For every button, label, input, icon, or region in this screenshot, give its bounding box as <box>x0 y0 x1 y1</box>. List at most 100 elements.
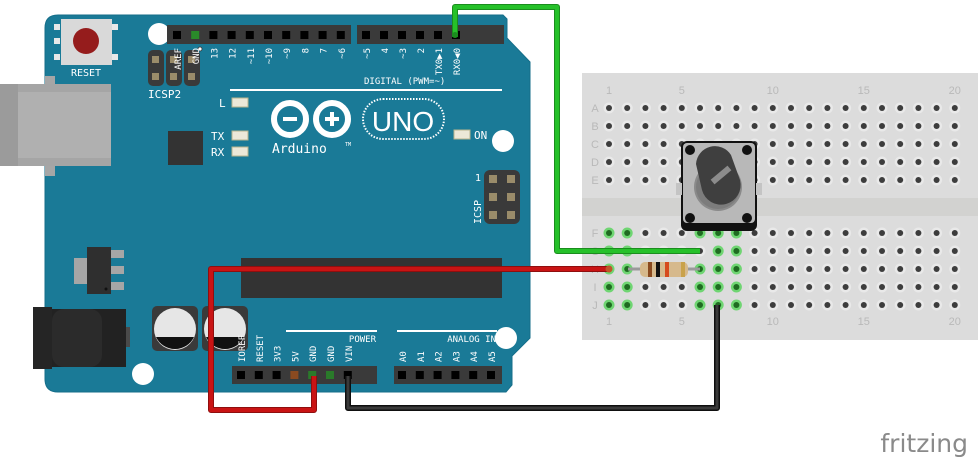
breadboard-hole[interactable] <box>879 141 885 147</box>
breadboard-hole[interactable] <box>842 302 849 308</box>
breadboard-hole[interactable] <box>733 105 740 111</box>
digital-pin[interactable] <box>380 31 388 39</box>
breadboard-hole[interactable] <box>915 177 922 183</box>
breadboard-hole[interactable] <box>860 123 867 129</box>
digital-pin[interactable] <box>173 31 181 39</box>
breadboard-hole[interactable] <box>697 105 703 111</box>
breadboard-hole[interactable] <box>951 141 958 147</box>
breadboard-hole[interactable] <box>788 177 794 183</box>
breadboard-hole[interactable] <box>769 123 776 129</box>
breadboard-hole[interactable] <box>624 302 631 308</box>
breadboard-hole[interactable] <box>606 105 612 111</box>
breadboard-hole[interactable] <box>879 105 885 111</box>
power-pin[interactable] <box>290 371 299 379</box>
digital-pin[interactable] <box>191 31 200 39</box>
breadboard-hole[interactable] <box>879 177 885 183</box>
breadboard-hole[interactable] <box>879 230 885 236</box>
breadboard-hole[interactable] <box>806 159 813 165</box>
breadboard-hole[interactable] <box>733 123 740 129</box>
power-pin[interactable] <box>254 371 263 379</box>
breadboard-hole[interactable] <box>951 266 958 272</box>
breadboard-hole[interactable] <box>915 141 922 147</box>
digital-pin[interactable] <box>362 31 370 39</box>
digital-pin[interactable] <box>398 31 406 39</box>
breadboard-hole[interactable] <box>879 123 885 129</box>
breadboard-hole[interactable] <box>915 159 922 165</box>
breadboard-hole[interactable] <box>769 302 776 308</box>
breadboard-hole[interactable] <box>678 230 685 236</box>
breadboard-hole[interactable] <box>660 141 667 147</box>
breadboard-hole[interactable] <box>715 284 722 290</box>
analog-pin[interactable] <box>415 371 424 379</box>
breadboard-hole[interactable] <box>860 230 867 236</box>
breadboard-hole[interactable] <box>624 284 631 290</box>
breadboard-hole[interactable] <box>897 248 904 254</box>
breadboard-hole[interactable] <box>715 248 722 254</box>
breadboard-hole[interactable] <box>860 141 867 147</box>
breadboard-hole[interactable] <box>642 230 649 236</box>
breadboard-hole[interactable] <box>951 105 958 111</box>
breadboard-hole[interactable] <box>751 284 758 290</box>
digital-pin[interactable] <box>245 31 254 39</box>
breadboard-hole[interactable] <box>678 105 685 111</box>
breadboard-hole[interactable] <box>678 123 685 129</box>
power-pin[interactable] <box>326 371 334 379</box>
breadboard-hole[interactable] <box>678 302 685 308</box>
breadboard-hole[interactable] <box>660 123 667 129</box>
breadboard-hole[interactable] <box>642 159 649 165</box>
breadboard-hole[interactable] <box>769 284 776 290</box>
breadboard-hole[interactable] <box>715 266 722 272</box>
breadboard-hole[interactable] <box>824 141 831 147</box>
analog-pin[interactable] <box>451 371 460 379</box>
analog-pin[interactable] <box>398 371 406 379</box>
breadboard-hole[interactable] <box>860 105 867 111</box>
breadboard-hole[interactable] <box>733 230 740 236</box>
breadboard-hole[interactable] <box>951 159 958 165</box>
breadboard-hole[interactable] <box>879 159 885 165</box>
breadboard-hole[interactable] <box>715 230 722 236</box>
breadboard-hole[interactable] <box>751 248 758 254</box>
breadboard-hole[interactable] <box>642 141 649 147</box>
breadboard-hole[interactable] <box>951 177 958 183</box>
breadboard-hole[interactable] <box>642 123 649 129</box>
breadboard-hole[interactable] <box>933 248 940 254</box>
digital-pin[interactable] <box>416 31 424 39</box>
breadboard-hole[interactable] <box>733 266 740 272</box>
breadboard-hole[interactable] <box>769 159 776 165</box>
breadboard-hole[interactable] <box>842 105 849 111</box>
breadboard-hole[interactable] <box>769 248 776 254</box>
breadboard-hole[interactable] <box>788 248 794 254</box>
breadboard-hole[interactable] <box>897 159 904 165</box>
breadboard-hole[interactable] <box>824 159 831 165</box>
breadboard-hole[interactable] <box>879 266 885 272</box>
breadboard-hole[interactable] <box>769 177 776 183</box>
breadboard-hole[interactable] <box>824 177 831 183</box>
breadboard-hole[interactable] <box>642 177 649 183</box>
breadboard-hole[interactable] <box>897 302 904 308</box>
breadboard-hole[interactable] <box>933 302 940 308</box>
breadboard-hole[interactable] <box>697 230 703 236</box>
breadboard-hole[interactable] <box>824 123 831 129</box>
breadboard-hole[interactable] <box>624 177 631 183</box>
breadboard-hole[interactable] <box>606 159 612 165</box>
breadboard-hole[interactable] <box>824 266 831 272</box>
breadboard-hole[interactable] <box>860 159 867 165</box>
breadboard-hole[interactable] <box>897 141 904 147</box>
digital-pin[interactable] <box>318 31 327 39</box>
breadboard-hole[interactable] <box>788 159 794 165</box>
wire-black[interactable] <box>345 305 720 411</box>
breadboard-hole[interactable] <box>751 302 758 308</box>
reset-button[interactable] <box>54 19 118 65</box>
breadboard-hole[interactable] <box>933 230 940 236</box>
breadboard-hole[interactable] <box>806 230 813 236</box>
breadboard-hole[interactable] <box>897 230 904 236</box>
breadboard-hole[interactable] <box>842 230 849 236</box>
digital-pin[interactable] <box>336 31 345 39</box>
breadboard-hole[interactable] <box>915 284 922 290</box>
breadboard-hole[interactable] <box>915 105 922 111</box>
digital-pin[interactable] <box>209 31 218 39</box>
breadboard-hole[interactable] <box>879 248 885 254</box>
breadboard-hole[interactable] <box>842 284 849 290</box>
breadboard-hole[interactable] <box>842 141 849 147</box>
breadboard-hole[interactable] <box>624 230 631 236</box>
